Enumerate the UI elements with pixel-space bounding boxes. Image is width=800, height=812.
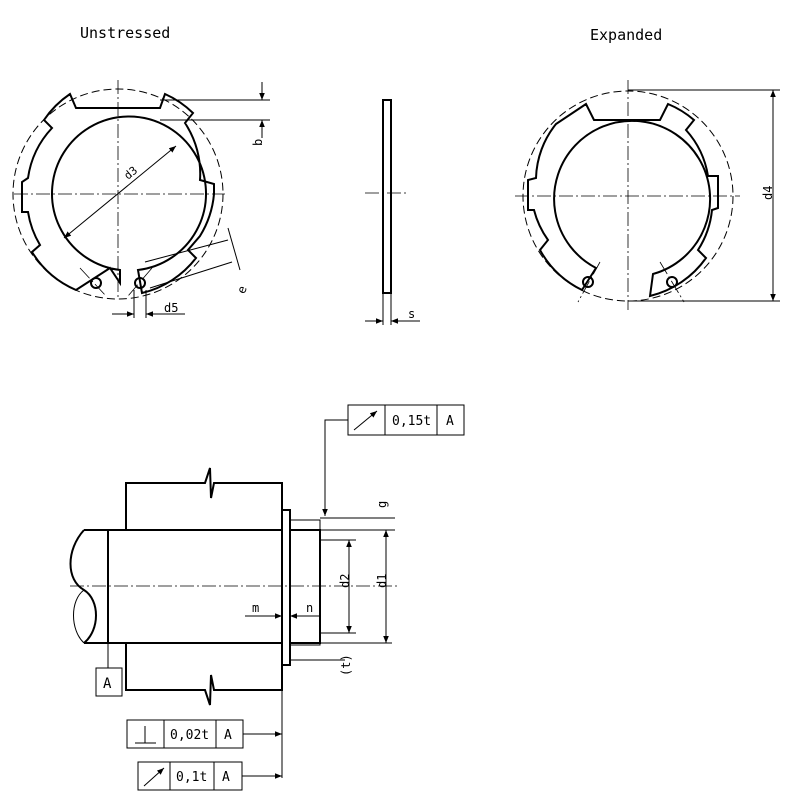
top-runout-value: 0,15t: [392, 414, 431, 429]
lug-hole-left: [90, 277, 102, 289]
dim-n-label: n: [306, 601, 313, 615]
dim-g-label: g: [375, 501, 389, 508]
top-runout-datum: A: [446, 414, 454, 429]
unstressed-ring-outline: [21, 92, 215, 295]
dim-d2-label: d2: [338, 574, 352, 588]
expanded-lug-hole-right: [666, 276, 678, 288]
expanded-title: Expanded: [590, 26, 662, 44]
ring-side-view: s: [365, 99, 420, 325]
perpendicularity-datum: A: [224, 728, 232, 743]
dim-d4-label: d4: [761, 186, 775, 200]
perpendicularity-frame: 0,02t A: [126, 719, 282, 749]
dim-b-label: b: [251, 139, 265, 146]
dim-m-label: m: [252, 601, 259, 615]
housing-upper: [125, 467, 283, 531]
housing-lower: [125, 642, 283, 706]
expanded-ring-view: d4: [515, 80, 780, 310]
dim-e-label: e: [234, 284, 250, 296]
dim-s-label: s: [408, 307, 415, 321]
unstressed-ring-view: d3 b e d5: [12, 80, 270, 318]
expanded-ring-outline: [527, 102, 719, 298]
runout-arrow-icon: [143, 767, 165, 787]
dim-d3-label: d3: [122, 164, 141, 182]
dim-d1-label: d1: [375, 574, 389, 588]
lug-hole-right: [134, 277, 146, 289]
dim-d5-label: d5: [164, 301, 178, 315]
bottom-runout-frame: 0,1t A: [137, 761, 282, 791]
bottom-runout-datum: A: [222, 770, 230, 785]
top-runout-frame: 0,15t A: [322, 404, 465, 516]
retaining-ring-section: [281, 509, 291, 666]
runout-arrow-icon: [353, 410, 378, 431]
perpendicularity-value: 0,02t: [170, 728, 209, 743]
assembly-section: A g d2 d1 m n (t): [69, 467, 400, 778]
dim-t-label: (t): [339, 654, 353, 676]
bottom-runout-value: 0,1t: [176, 770, 207, 785]
datum-a-label: A: [103, 676, 112, 692]
expanded-lug-hole-left: [582, 276, 594, 288]
unstressed-title: Unstressed: [80, 24, 170, 42]
